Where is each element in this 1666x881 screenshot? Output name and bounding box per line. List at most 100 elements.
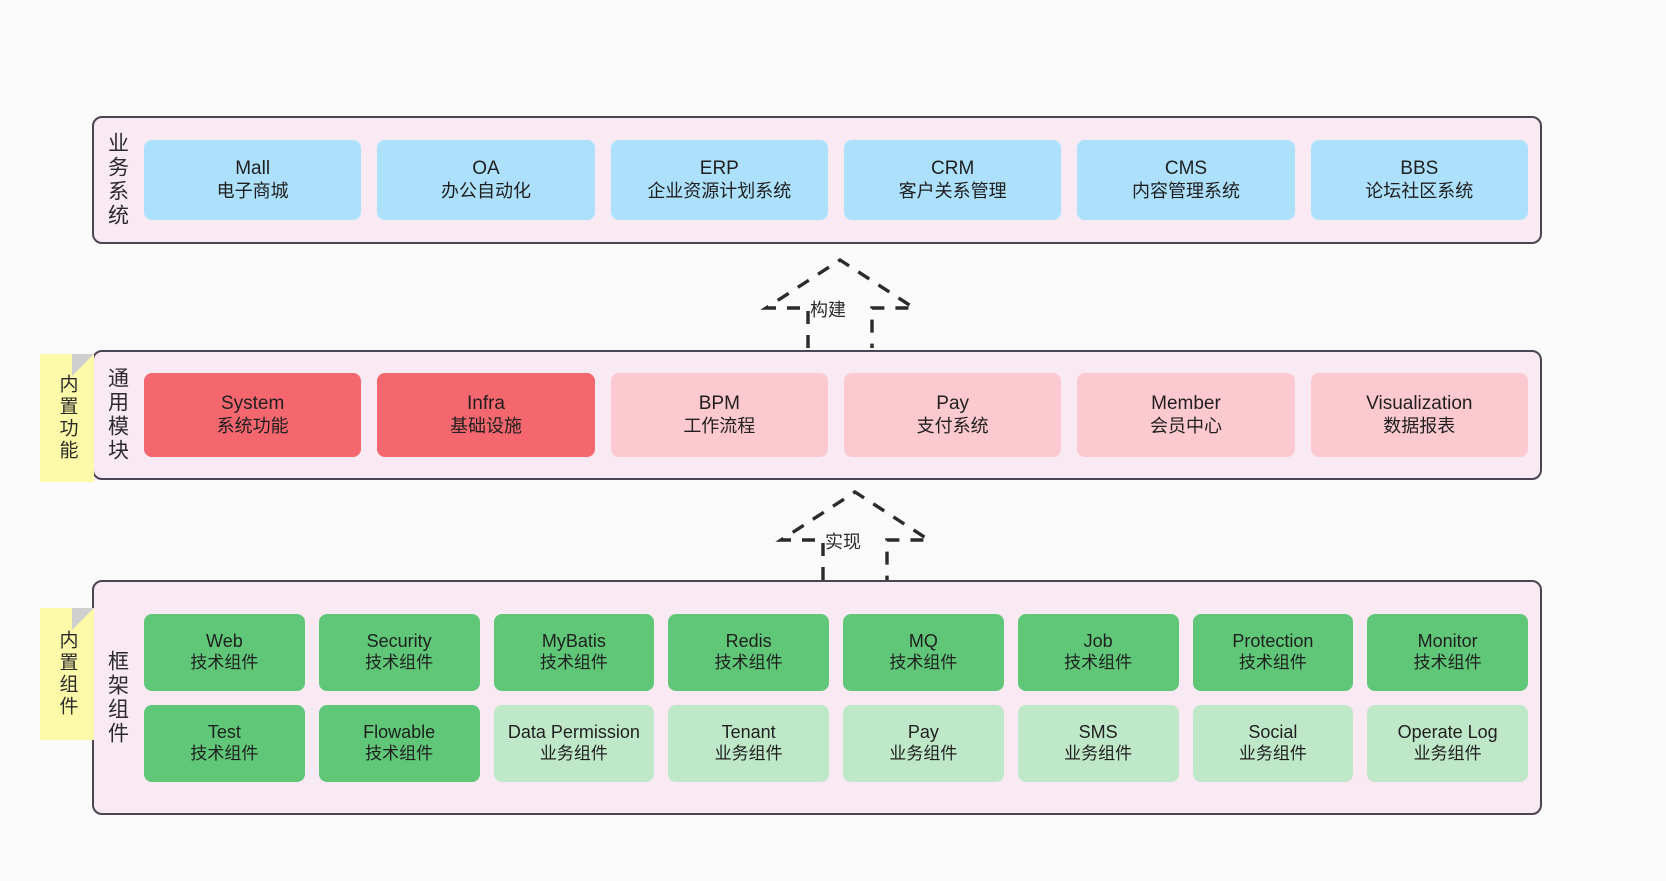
- card-cn-label: 技术组件: [1064, 652, 1133, 672]
- framework-card-sms[interactable]: SMS 业务组件: [1017, 704, 1179, 782]
- card-cn-label: 业务组件: [889, 743, 958, 763]
- card-cn-label: 技术组件: [1238, 652, 1307, 672]
- note-label: 内置功能: [56, 374, 78, 462]
- card-en-label: Infra: [466, 393, 505, 415]
- connector-implement-label: 实现: [825, 532, 861, 552]
- layer-business-body: Mall 电子商城 OA 办公自动化 ERP 企业资源计划系统 CRM 客户关系…: [140, 118, 1540, 242]
- framework-card-flowable[interactable]: Flowable 技术组件: [318, 704, 480, 782]
- card-en-label: Flowable: [363, 721, 436, 742]
- framework-card-job[interactable]: Job 技术组件: [1017, 613, 1179, 691]
- card-en-label: Operate Log: [1397, 721, 1498, 742]
- card-cn-label: 业务组件: [1238, 743, 1307, 763]
- card-cn-label: 内容管理系统: [1131, 180, 1240, 201]
- card-en-label: Pay: [936, 393, 970, 415]
- card-cn-label: 技术组件: [365, 743, 434, 763]
- card-en-label: OA: [472, 158, 500, 180]
- note-builtin-features: 内置功能: [40, 354, 94, 482]
- module-card-system[interactable]: System 系统功能: [144, 373, 362, 457]
- card-en-label: Visualization: [1366, 393, 1473, 415]
- framework-card-test[interactable]: Test 技术组件: [144, 704, 305, 782]
- framework-card-operate-log[interactable]: Operate Log 业务组件: [1367, 704, 1528, 782]
- dashed-hollow-arrow-icon: [775, 489, 935, 580]
- framework-tech-row: Web 技术组件 Security 技术组件 MyBatis 技术组件 Redi…: [144, 613, 1528, 691]
- framework-card-monitor[interactable]: Monitor 技术组件: [1367, 613, 1528, 691]
- business-card-crm[interactable]: CRM 客户关系管理: [843, 140, 1062, 220]
- card-en-label: Mall: [235, 158, 271, 180]
- module-card-member[interactable]: Member 会员中心: [1077, 373, 1295, 457]
- card-cn-label: 数据报表: [1383, 415, 1456, 436]
- card-en-label: Pay: [907, 721, 939, 742]
- card-cn-label: 技术组件: [190, 743, 259, 763]
- card-en-label: Protection: [1232, 630, 1314, 651]
- card-en-label: Data Permission: [507, 721, 640, 742]
- layer-framework-components: 框架组件 Web 技术组件 Security 技术组件 MyBatis 技术组件…: [92, 580, 1542, 815]
- card-en-label: Monitor: [1417, 630, 1478, 651]
- module-card-pay[interactable]: Pay 支付系统: [843, 373, 1062, 457]
- card-cn-label: 工作流程: [683, 415, 756, 436]
- framework-card-protection[interactable]: Protection 技术组件: [1192, 613, 1354, 691]
- card-en-label: MQ: [908, 630, 938, 651]
- card-cn-label: 会员中心: [1149, 415, 1222, 436]
- card-cn-label: 技术组件: [714, 652, 783, 672]
- framework-card-pay[interactable]: Pay 业务组件: [843, 704, 1004, 782]
- card-cn-label: 企业资源计划系统: [647, 180, 792, 201]
- framework-card-social[interactable]: Social 业务组件: [1192, 704, 1354, 782]
- card-cn-label: 业务组件: [714, 743, 783, 763]
- card-cn-label: 业务组件: [539, 743, 608, 763]
- card-en-label: MyBatis: [541, 630, 606, 651]
- connector-build: 构建: [760, 257, 920, 348]
- layer-framework-title: 框架组件: [105, 649, 129, 746]
- business-card-oa[interactable]: OA 办公自动化: [377, 140, 595, 220]
- module-card-infra[interactable]: Infra 基础设施: [377, 373, 595, 457]
- card-cn-label: 系统功能: [216, 415, 289, 436]
- connector-implement: 实现: [775, 489, 935, 580]
- card-en-label: Social: [1248, 721, 1298, 742]
- card-cn-label: 技术组件: [539, 652, 608, 672]
- card-en-label: Redis: [725, 630, 772, 651]
- business-card-erp[interactable]: ERP 企业资源计划系统: [610, 140, 828, 220]
- framework-card-security[interactable]: Security 技术组件: [318, 613, 480, 691]
- module-card-visualization[interactable]: Visualization 数据报表: [1310, 373, 1528, 457]
- card-cn-label: 技术组件: [1413, 652, 1482, 672]
- card-cn-label: 电子商城: [216, 180, 289, 201]
- card-cn-label: 业务组件: [1064, 743, 1133, 763]
- framework-card-redis[interactable]: Redis 技术组件: [668, 613, 829, 691]
- framework-business-row: Test 技术组件 Flowable 技术组件 Data Permission …: [144, 704, 1528, 782]
- card-en-label: System: [220, 393, 285, 415]
- note-label: 内置组件: [56, 630, 78, 718]
- card-cn-label: 业务组件: [1413, 743, 1482, 763]
- card-en-label: Tenant: [721, 721, 776, 742]
- framework-card-mq[interactable]: MQ 技术组件: [843, 613, 1004, 691]
- card-cn-label: 客户关系管理: [898, 180, 1007, 201]
- framework-card-data-permission[interactable]: Data Permission 业务组件: [493, 704, 655, 782]
- card-en-label: Security: [366, 630, 432, 651]
- layer-business-title: 业务系统: [105, 132, 129, 228]
- business-card-mall[interactable]: Mall 电子商城: [144, 140, 362, 220]
- card-cn-label: 论坛社区系统: [1365, 180, 1474, 201]
- business-card-cms[interactable]: CMS 内容管理系统: [1077, 140, 1295, 220]
- card-en-label: Job: [1083, 630, 1113, 651]
- card-en-label: Member: [1151, 393, 1221, 415]
- card-cn-label: 技术组件: [365, 652, 434, 672]
- card-cn-label: 办公自动化: [440, 180, 531, 201]
- card-en-label: BBS: [1400, 158, 1439, 180]
- card-cn-label: 技术组件: [889, 652, 958, 672]
- business-card-bbs[interactable]: BBS 论坛社区系统: [1310, 140, 1528, 220]
- card-en-label: BPM: [698, 393, 740, 415]
- layer-modules-title: 通用模块: [105, 367, 129, 463]
- note-builtin-components: 内置组件: [40, 608, 94, 740]
- card-cn-label: 技术组件: [190, 652, 259, 672]
- business-card-row: Mall 电子商城 OA 办公自动化 ERP 企业资源计划系统 CRM 客户关系…: [144, 140, 1528, 220]
- module-card-bpm[interactable]: BPM 工作流程: [610, 373, 828, 457]
- card-en-label: Web: [206, 630, 243, 651]
- layer-common-modules: 通用模块 System 系统功能 Infra 基础设施 BPM 工作流程 Pay…: [92, 350, 1542, 480]
- card-en-label: ERP: [699, 158, 739, 180]
- connector-build-label: 构建: [810, 300, 846, 320]
- card-en-label: Test: [207, 721, 241, 742]
- framework-card-tenant[interactable]: Tenant 业务组件: [668, 704, 829, 782]
- card-en-label: CMS: [1164, 158, 1208, 180]
- framework-card-mybatis[interactable]: MyBatis 技术组件: [493, 613, 655, 691]
- card-cn-label: 支付系统: [916, 415, 989, 436]
- framework-card-web[interactable]: Web 技术组件: [144, 613, 305, 691]
